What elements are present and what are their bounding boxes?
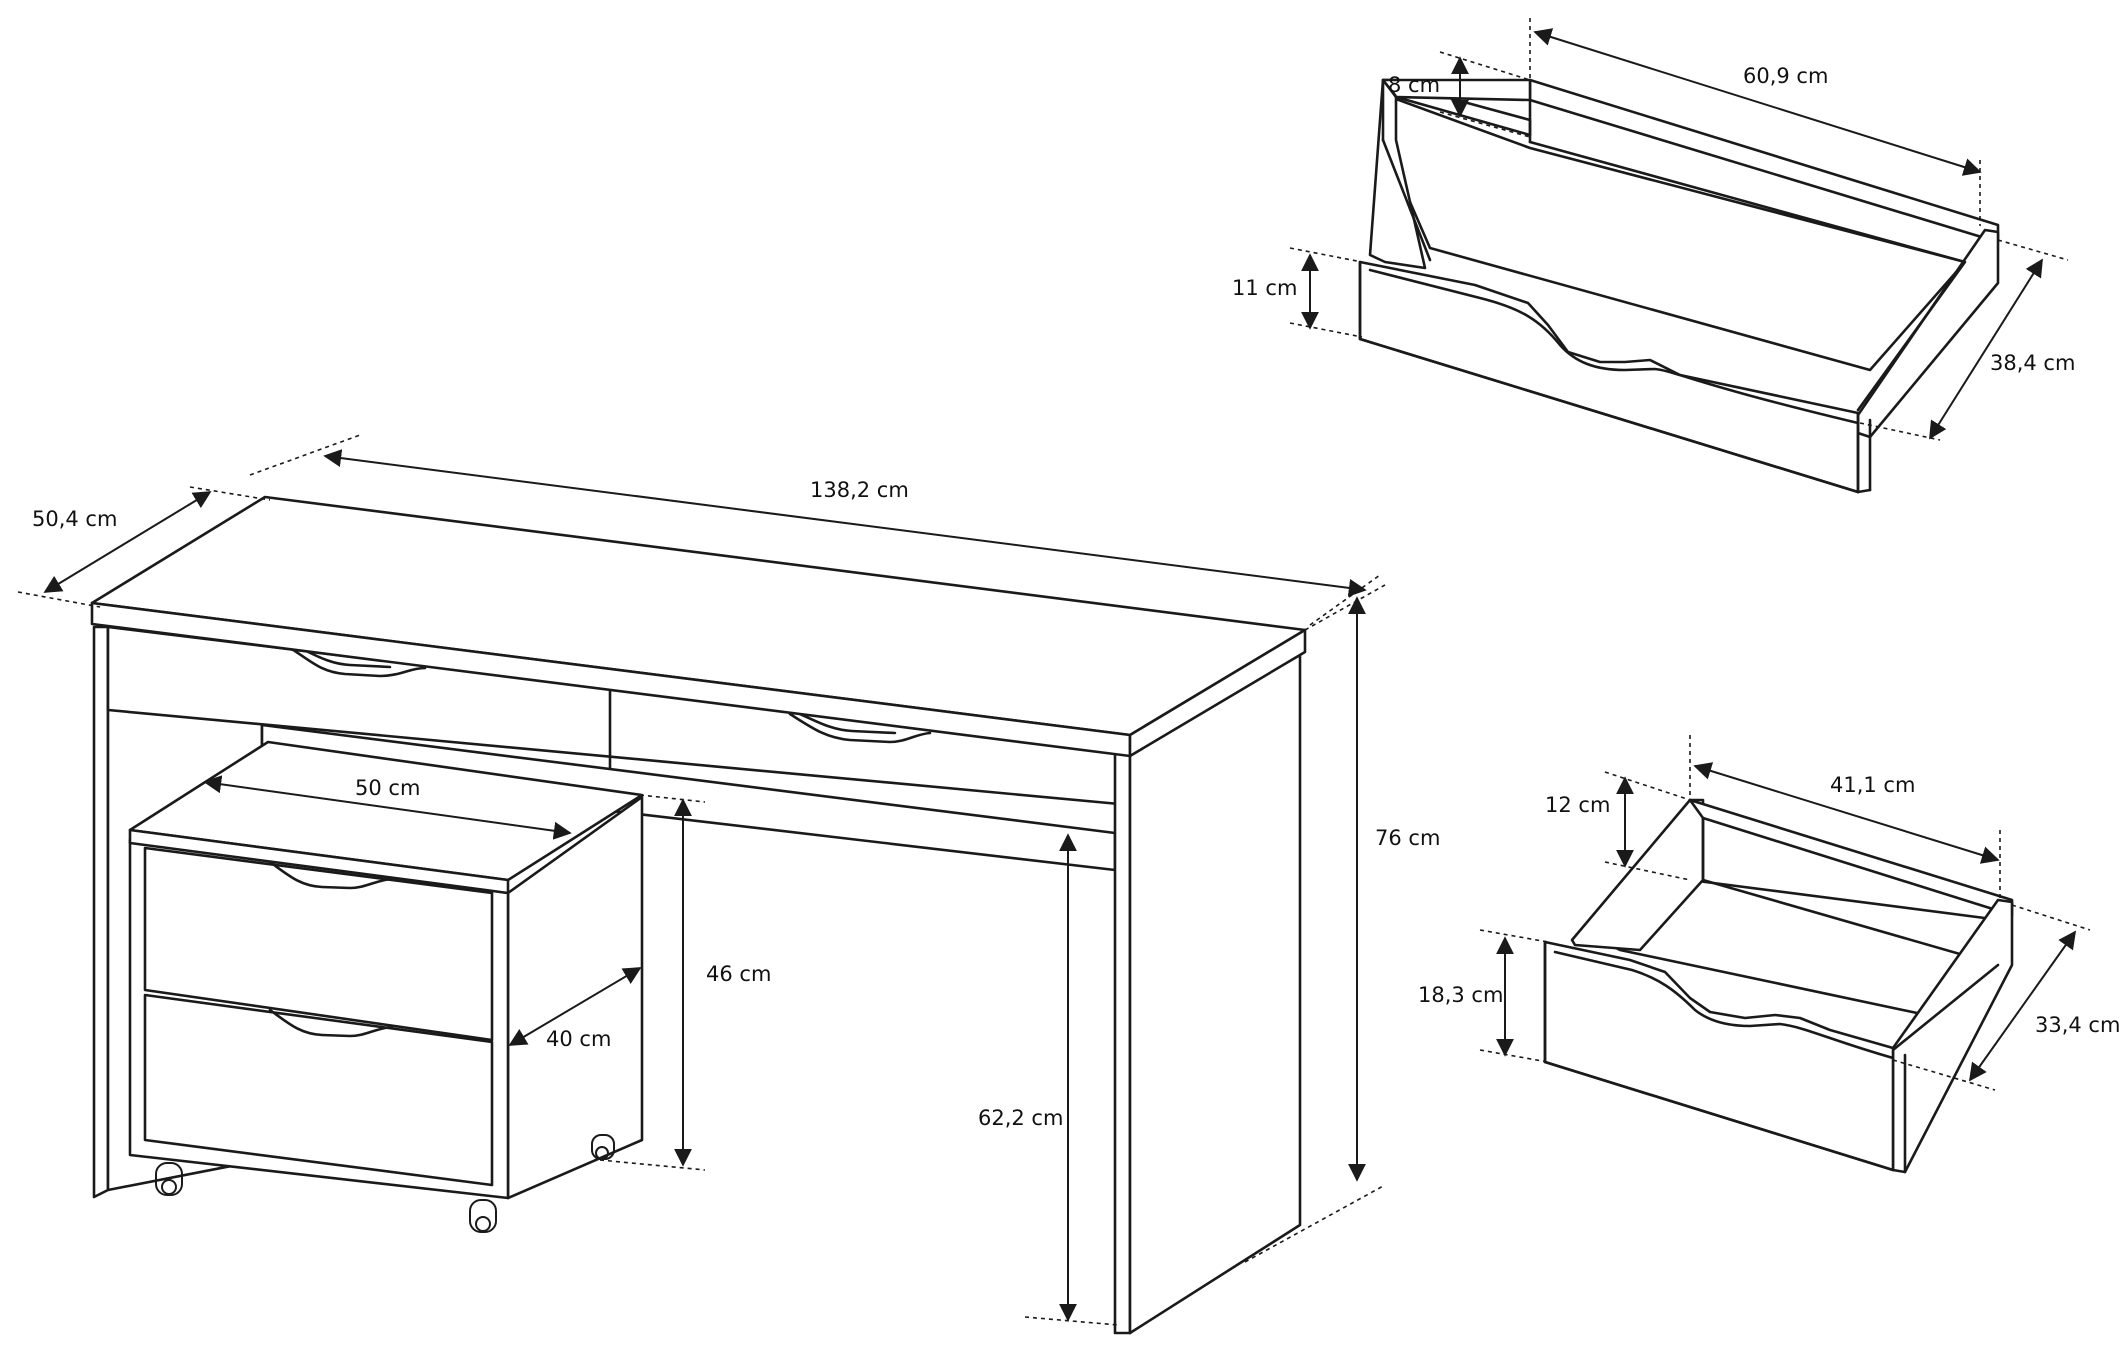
desk-drawer-handle-right-inner xyxy=(798,712,897,735)
desk-left-panel xyxy=(92,625,110,1199)
pedestal-drawer-detail: 12 cm 18,3 cm 41,1 cm 33,4 cm xyxy=(1418,735,2119,1174)
desk-drawer-width-label: 60,9 cm xyxy=(1743,64,1828,88)
desk-dimensions: 50,4 cm 138,2 cm 76 cm 62,2 cm 50 cm 40 … xyxy=(17,434,1440,1326)
desk-drawer-detail: 8 cm 11 cm 60,9 cm 38,4 cm xyxy=(1232,18,2075,494)
desk-right-leg-side xyxy=(1128,653,1302,1335)
desk-drawer-front-handle-cut xyxy=(1368,268,1860,425)
pedestal-top-edge xyxy=(128,828,510,895)
pedestal-drawer-front-height-label: 18,3 cm xyxy=(1418,983,1503,1007)
desk-height-label: 76 cm xyxy=(1375,826,1440,850)
pedestal-drawer-front-handle-cut xyxy=(1553,950,1895,1060)
desk-depth-arrow xyxy=(43,491,212,593)
pedestal-drawer-width-arrow xyxy=(1693,762,2000,864)
pedestal-drawer-top xyxy=(143,846,494,1042)
desk-right-leg-front xyxy=(1113,750,1132,1335)
pedestal-drawer-width-label: 41,1 cm xyxy=(1830,773,1915,797)
desk-top-side-edge xyxy=(1128,628,1307,758)
desk-drawer-handle-right xyxy=(788,712,932,744)
desk-drawer-depth-arrow xyxy=(1929,258,2043,440)
desk-drawer-side-height-label: 8 cm xyxy=(1388,73,1440,97)
desk-width-label: 138,2 cm xyxy=(810,478,909,502)
pedestal-height-label: 46 cm xyxy=(706,962,771,986)
desk-width-arrow xyxy=(323,449,1367,597)
pedestal-drawer-top-handle xyxy=(268,860,394,890)
pedestal-drawer-side-height-label: 12 cm xyxy=(1545,793,1610,817)
desk-drawer-handle-left xyxy=(288,646,427,678)
pedestal-width-label: 50 cm xyxy=(355,776,420,800)
desk-drawer-width-arrow xyxy=(1533,28,1982,176)
pedestal xyxy=(128,740,644,1233)
desk-drawer-depth-label: 38,4 cm xyxy=(1990,351,2075,375)
pedestal-width-arrow xyxy=(203,775,572,840)
desk-drawer-front-height-label: 11 cm xyxy=(1232,276,1297,300)
pedestal-drawer-depth-label: 33,4 cm xyxy=(2035,1013,2119,1037)
desk-clearance-label: 62,2 cm xyxy=(978,1106,1063,1130)
pedestal-drawer-bottom xyxy=(143,993,494,1187)
desk-depth-label: 50,4 cm xyxy=(32,507,117,531)
pedestal-drawer-depth-arrow xyxy=(1968,930,2077,1082)
pedestal-depth-label: 40 cm xyxy=(546,1027,611,1051)
pedestal-casters xyxy=(155,1134,615,1233)
pedestal-depth-arrow xyxy=(508,967,642,1046)
pedestal-drawer-bottom-handle xyxy=(268,1008,394,1038)
